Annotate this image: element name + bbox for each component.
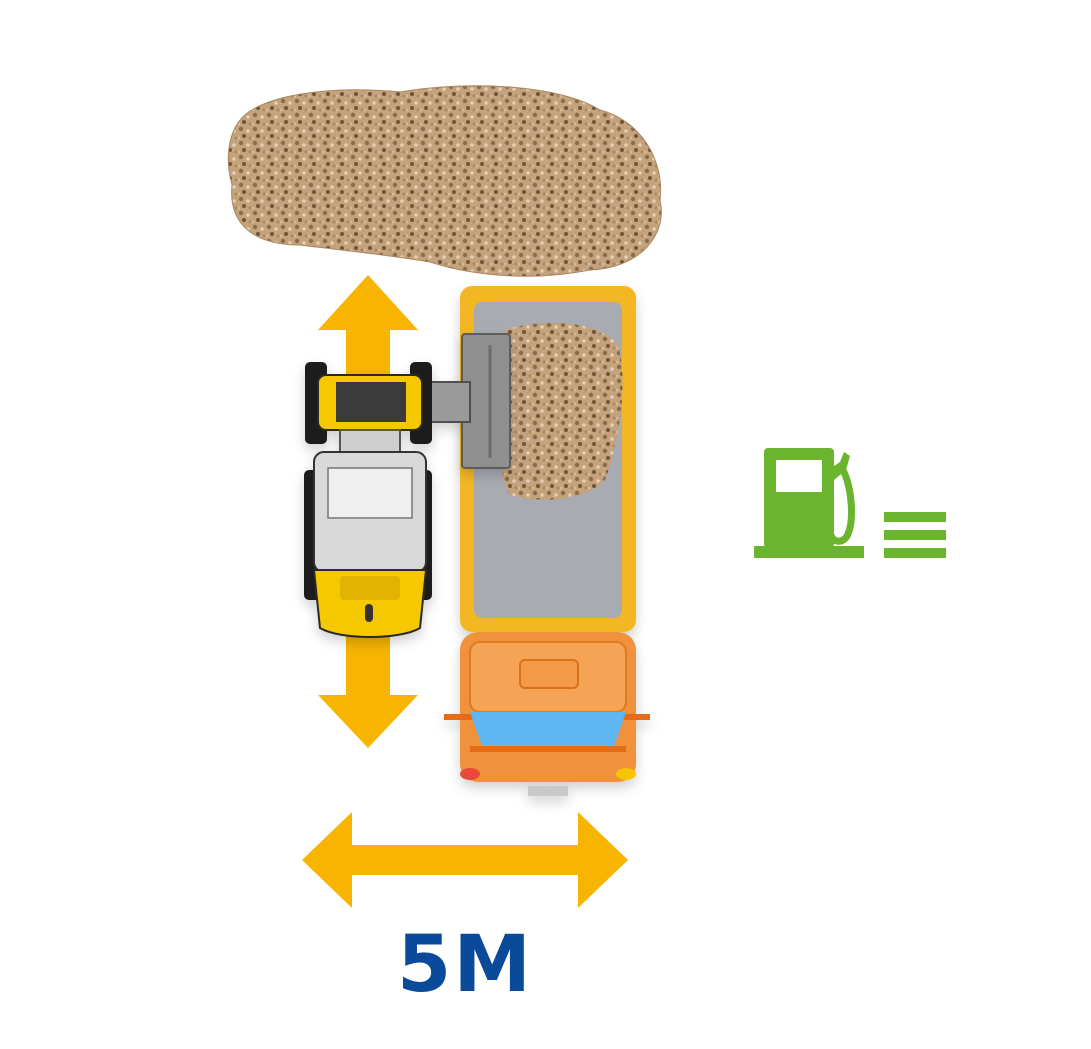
truck-bed-gravel [495,322,623,500]
gravel-pile [227,85,662,277]
distance-label: 5M [397,920,533,1010]
horizontal-double-arrow-icon [302,812,628,908]
truck-windshield [470,712,626,746]
wheel-loader [304,333,511,638]
dump-truck [444,286,650,796]
fuel-pump-icon [754,448,864,558]
equals-icon [884,512,946,558]
